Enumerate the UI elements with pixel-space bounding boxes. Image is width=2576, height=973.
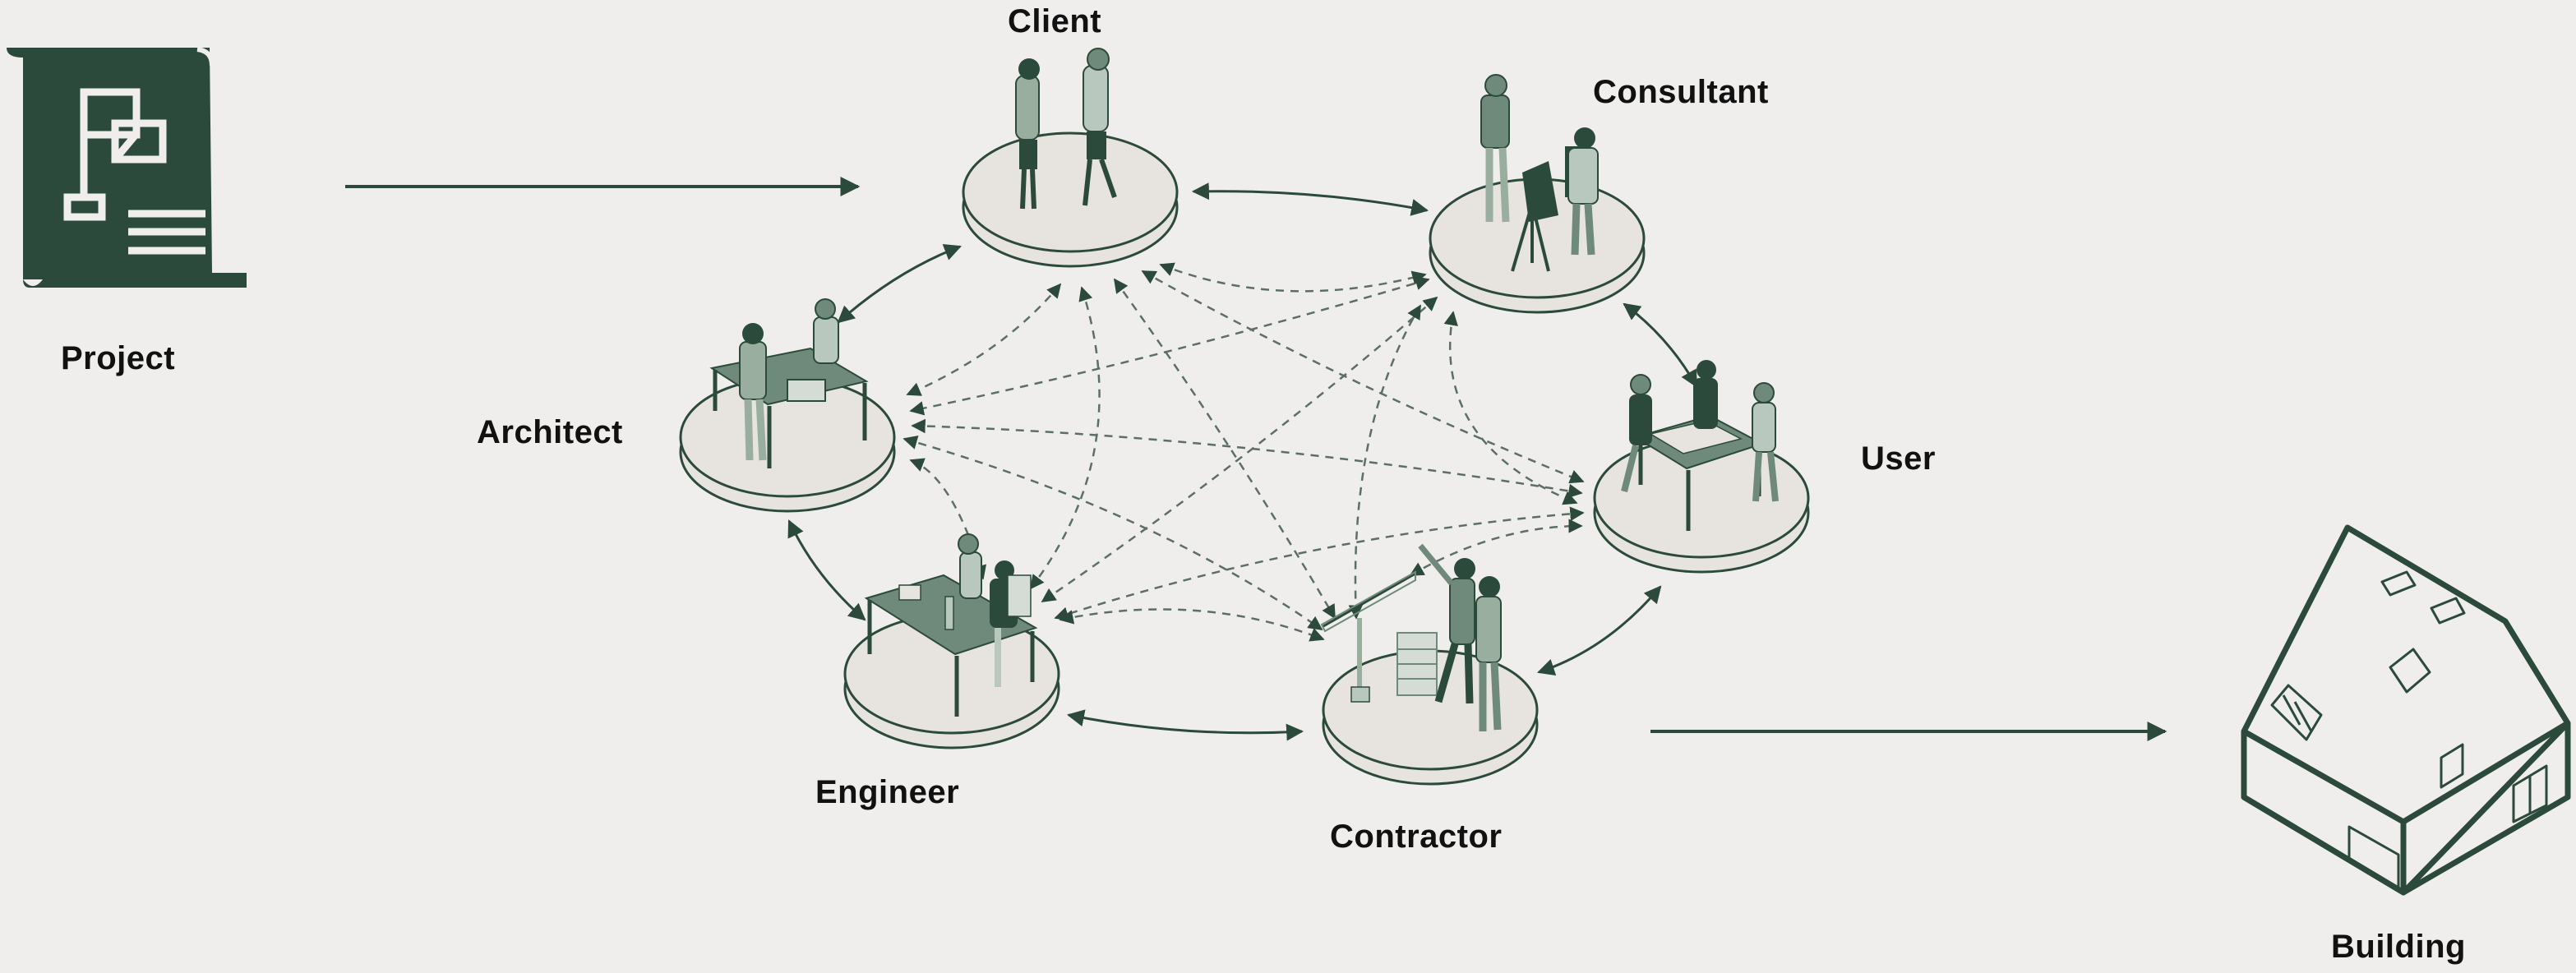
contractor-user-dashed [1409,519,1583,577]
consultant-user-dashed [1443,311,1578,505]
client-label: Client [1008,3,1102,39]
client-consultant-dashed [1159,262,1427,293]
consultant-figures [1480,74,1599,272]
project-label: Project [61,340,176,376]
user-contractor-link [1537,585,1662,676]
user-label: User [1861,440,1936,477]
engineer-architect-link [787,519,866,621]
engineer-figures [864,533,1038,717]
consultant-architect-dashed [909,276,1430,416]
architect-platform [679,376,896,513]
engineer-contractor-dashed [1059,608,1325,642]
contractor-engineer-link [1066,709,1304,741]
engineer-user-dashed [1054,506,1585,621]
client-platform [962,131,1179,268]
consultant-engineer-dashed [1041,296,1438,603]
client-architect-dashed [906,283,1062,396]
client-engineer-dashed [1029,286,1101,590]
house-building-icon [2241,524,2571,896]
client-consultant-link [1191,182,1429,216]
architect-figures [709,298,869,468]
contractor-figures [1320,543,1502,731]
consultant-label: Consultant [1593,74,1769,110]
engineer-label: Engineer [815,774,960,810]
engineer-platform [843,613,1060,749]
user-figures [1621,360,1779,531]
client-contractor-dashed [1113,278,1336,620]
architect-user-dashed [911,418,1583,499]
platforms [679,131,1810,786]
contractor-label: Contractor [1330,819,1503,855]
consultant-contractor-dashed [1348,304,1422,620]
client-figures [1015,48,1117,210]
architect-label: Architect [477,414,623,450]
building-label: Building [2331,929,2466,965]
project-plan-scroll-icon [7,47,247,288]
architect-client-link [837,243,962,324]
consultant-user-link [1623,302,1698,388]
